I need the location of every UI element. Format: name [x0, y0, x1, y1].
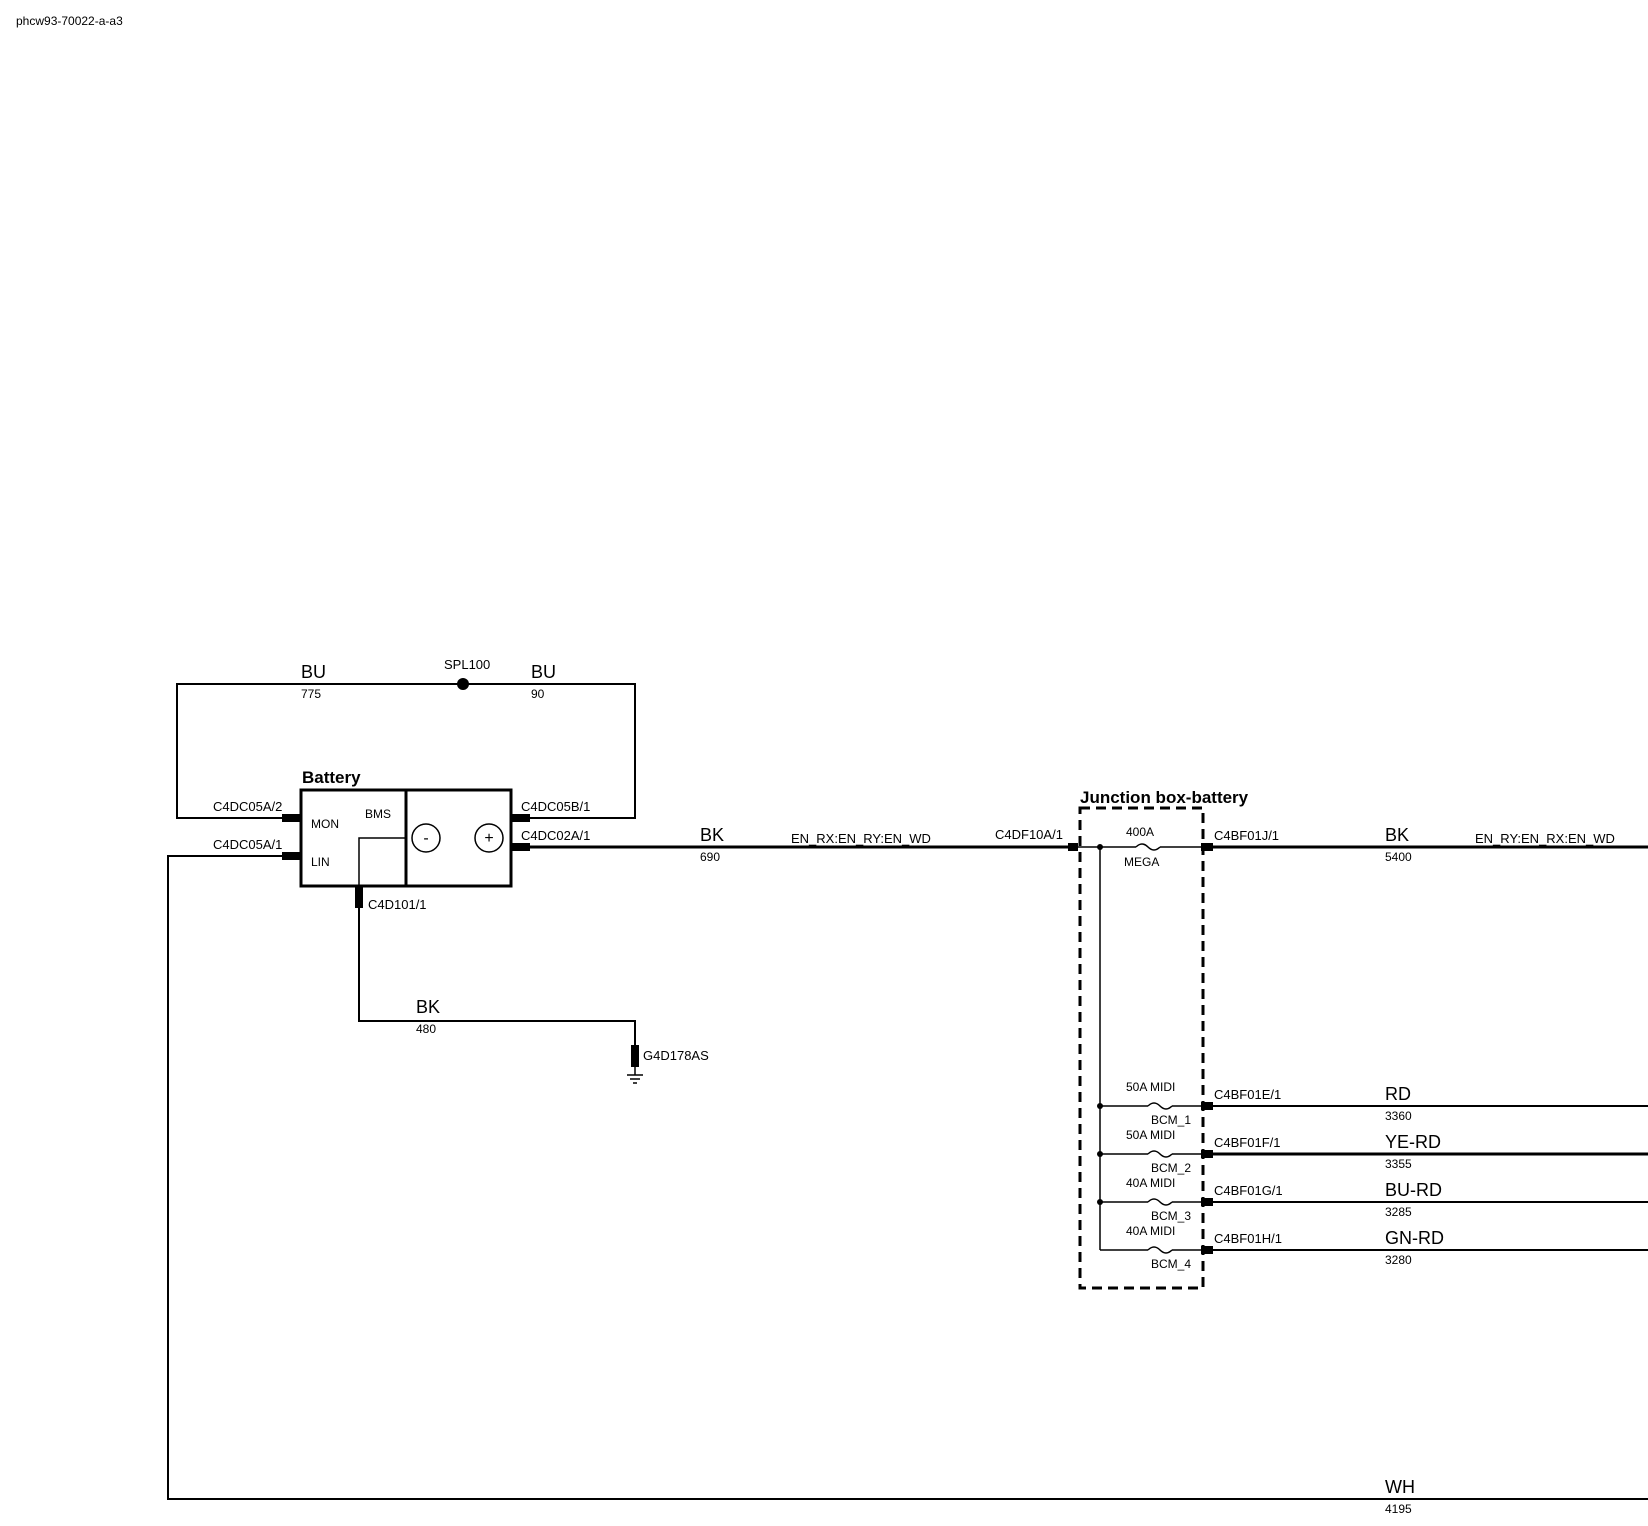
battery-bms-label: BMS — [365, 807, 391, 821]
conn-label-c4df10a-1: C4DF10A/1 — [995, 827, 1063, 842]
document-id: phcw93-70022-a-a3 — [16, 14, 123, 28]
fuse-icon — [1147, 1150, 1173, 1158]
plus-symbol: + — [484, 830, 493, 847]
ground-label: G4D178AS — [643, 1048, 709, 1063]
connector-c4dc02a-1[interactable] — [511, 843, 530, 851]
connector-c4dc05a-2[interactable] — [282, 814, 301, 822]
fuse-name: BCM_1 — [1151, 1113, 1191, 1127]
main-fuse-rating: 400A — [1126, 825, 1154, 839]
connector-c4dc05a-1[interactable] — [282, 852, 301, 860]
wire-number-wh: 4195 — [1385, 1502, 1412, 1516]
wire-color-bu-left: BU — [301, 662, 326, 682]
wire-color-rd: RD — [1385, 1084, 1411, 1104]
connector-c4bf01f-1[interactable] — [1201, 1150, 1213, 1158]
conn-label-c4bf01j-1: C4BF01J/1 — [1214, 828, 1279, 843]
wire-color-bu-rd: BU-RD — [1385, 1180, 1442, 1200]
wire-number-bk-out: 5400 — [1385, 850, 1412, 864]
wire-color-ye-rd: YE-RD — [1385, 1132, 1441, 1152]
wire-bu-90[interactable] — [463, 683, 636, 819]
connector-c4df10a-1[interactable] — [1068, 843, 1078, 851]
fuse-icon — [1147, 1198, 1173, 1206]
junction-box-title: Junction box-battery — [1080, 788, 1249, 807]
fuse-name: BCM_4 — [1151, 1257, 1191, 1271]
main-fuse-type: MEGA — [1124, 855, 1159, 869]
conn-label-c4dc05b-1: C4DC05B/1 — [521, 799, 590, 814]
wire-wh-4195[interactable] — [167, 855, 1648, 1500]
connector-c4bf01g-1[interactable] — [1201, 1198, 1213, 1206]
fuse-name: BCM_3 — [1151, 1209, 1191, 1223]
minus-symbol: - — [423, 830, 428, 847]
fuse-icon — [1147, 1246, 1173, 1254]
battery-lin-label: LIN — [311, 855, 330, 869]
conn-label-c4dc05a-2: C4DC05A/2 — [213, 799, 282, 814]
wire-number-rd: 3360 — [1385, 1109, 1412, 1123]
conn-label-c4d101-1: C4D101/1 — [368, 897, 427, 912]
bu-loop: SPL100 BU 775 BU 90 — [176, 657, 636, 819]
battery-minus-terminal — [411, 823, 441, 853]
fuse-rating: 40A MIDI — [1126, 1176, 1175, 1190]
fuse-rating: 50A MIDI — [1126, 1128, 1175, 1142]
battery-component: Battery MON LIN BMS - + C4DC05A/2 C4DC05… — [213, 768, 590, 912]
wire-number-bu-left: 775 — [301, 687, 321, 701]
wire-number-gn-rd: 3280 — [1385, 1253, 1412, 1267]
conn-label-c4bf01f-1: C4BF01F/1 — [1214, 1135, 1280, 1150]
fuse-rating: 40A MIDI — [1126, 1224, 1175, 1238]
fuse-name: BCM_2 — [1151, 1161, 1191, 1175]
connector-c4d101-1[interactable] — [355, 886, 363, 908]
output-wires: BK 5400 EN_RY:EN_RX:EN_WD RD 3360 YE-RD … — [1213, 825, 1648, 1267]
fuse-rating: 50A MIDI — [1126, 1080, 1175, 1094]
ground-connector[interactable] — [631, 1045, 639, 1067]
wire-number-bk-main: 690 — [700, 850, 720, 864]
wire-bk-480[interactable] — [358, 908, 636, 1045]
splice-label: SPL100 — [444, 657, 490, 672]
connector-c4bf01h-1[interactable] — [1201, 1246, 1213, 1254]
wire-options-bk-main: EN_RX:EN_RY:EN_WD — [791, 831, 931, 846]
battery-plus-terminal — [474, 823, 504, 853]
lin-circuit: WH 4195 — [167, 855, 1648, 1516]
connector-c4bf01e-1[interactable] — [1201, 1102, 1213, 1110]
wire-color-gn-rd: GN-RD — [1385, 1228, 1444, 1248]
conn-label-c4bf01e-1: C4BF01E/1 — [1214, 1087, 1281, 1102]
junction-box-outline[interactable] — [1078, 806, 1205, 1290]
fuse-icon — [1147, 1102, 1173, 1110]
wire-number-bu-right: 90 — [531, 687, 545, 701]
wire-number-bk-ground: 480 — [416, 1022, 436, 1036]
wire-color-bk-out: BK — [1385, 825, 1409, 845]
wire-color-bk-main: BK — [700, 825, 724, 845]
ground-circuit: BK 480 G4D178AS — [358, 908, 709, 1084]
fuse-icon — [1135, 843, 1161, 851]
conn-label-c4bf01g-1: C4BF01G/1 — [1214, 1183, 1283, 1198]
conn-label-c4dc05a-1: C4DC05A/1 — [213, 837, 282, 852]
wire-color-bu-right: BU — [531, 662, 556, 682]
wire-number-bu-rd: 3285 — [1385, 1205, 1412, 1219]
bms-ground-line — [358, 837, 406, 886]
wire-bu-775[interactable] — [176, 683, 463, 819]
connector-c4dc05b-1[interactable] — [511, 814, 530, 822]
conn-label-c4bf01h-1: C4BF01H/1 — [1214, 1231, 1282, 1246]
wire-number-ye-rd: 3355 — [1385, 1157, 1412, 1171]
battery-mon-label: MON — [311, 817, 339, 831]
splice-spl100[interactable] — [457, 678, 469, 690]
wire-options-bk-out: EN_RY:EN_RX:EN_WD — [1475, 831, 1615, 846]
wire-color-bk-ground: BK — [416, 997, 440, 1017]
junction-box: Junction box-battery 400A MEGA 50A MIDI … — [1078, 788, 1283, 1290]
main-positive-circuit: BK 690 EN_RX:EN_RY:EN_WD C4DF10A/1 — [530, 825, 1078, 864]
battery-title: Battery — [302, 768, 361, 787]
connector-c4bf01j-1[interactable] — [1201, 843, 1213, 851]
wire-color-wh: WH — [1385, 1477, 1415, 1497]
conn-label-c4dc02a-1: C4DC02A/1 — [521, 828, 590, 843]
